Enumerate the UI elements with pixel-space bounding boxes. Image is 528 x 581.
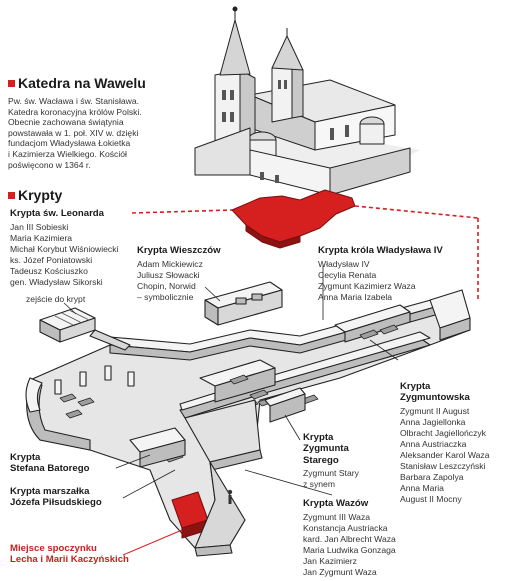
cathedral-title: Katedra na Wawelu	[18, 75, 146, 91]
crypts-plan	[25, 281, 471, 557]
crypt-wazow-title: Krypta Wazów	[303, 498, 369, 509]
cathedral-description: Pw. św. Wacława i św. Stanisława. Katedr…	[8, 96, 142, 170]
crypt-zygmuntowska-list: Zygmunt II August Anna Jagiellonka Olbra…	[400, 406, 490, 504]
crypt-leonard-title: Krypta św. Leonarda	[10, 208, 105, 219]
cathedral-illustration	[194, 6, 420, 249]
callout-lines	[63, 265, 399, 499]
crypt-wieszczow-list: Adam Mickiewicz Juliusz Słowacki Chopin,…	[137, 259, 203, 302]
crypt-wazow-list: Zygmunt III Waza Konstancja Austriacka k…	[303, 512, 396, 577]
crypt-leonard-list: Jan III Sobieski Maria Kazimiera Michał …	[10, 222, 119, 287]
crypt-zygmuntowska-title: Krypta Zygmuntowska	[400, 381, 470, 404]
crypt-zygmunt-stary-list: Zygmunt Stary z synem	[303, 468, 359, 489]
crypt-entrance-label: zejście do krypt	[26, 294, 86, 304]
crypt-wladyslaw-list: Władysław IV Cecylia Renata Zygmunt Kazi…	[318, 259, 416, 302]
crypt-zygmunt-stary-title: Krypta Zygmunta Starego	[303, 432, 349, 466]
crypt-pilsudski-title: Krypta marszałka Józefa Piłsudskiego	[10, 486, 102, 509]
kaczynski-resting-place-title: Miejsce spoczynku Lecha i Marii Kaczyńsk…	[10, 543, 129, 566]
kaczynski-callout-line	[122, 529, 183, 556]
red-bullet-marker	[8, 80, 15, 87]
crypts-title: Krypty	[18, 187, 63, 203]
red-bullet-marker	[8, 192, 15, 199]
crypt-wladyslaw-title: Krypta króla Władysława IV	[318, 245, 443, 256]
crypt-wieszczow-title: Krypta Wieszczów	[137, 245, 221, 256]
connector-lines	[131, 205, 479, 300]
crypt-batory-title: Krypta Stefana Batorego	[10, 452, 90, 475]
